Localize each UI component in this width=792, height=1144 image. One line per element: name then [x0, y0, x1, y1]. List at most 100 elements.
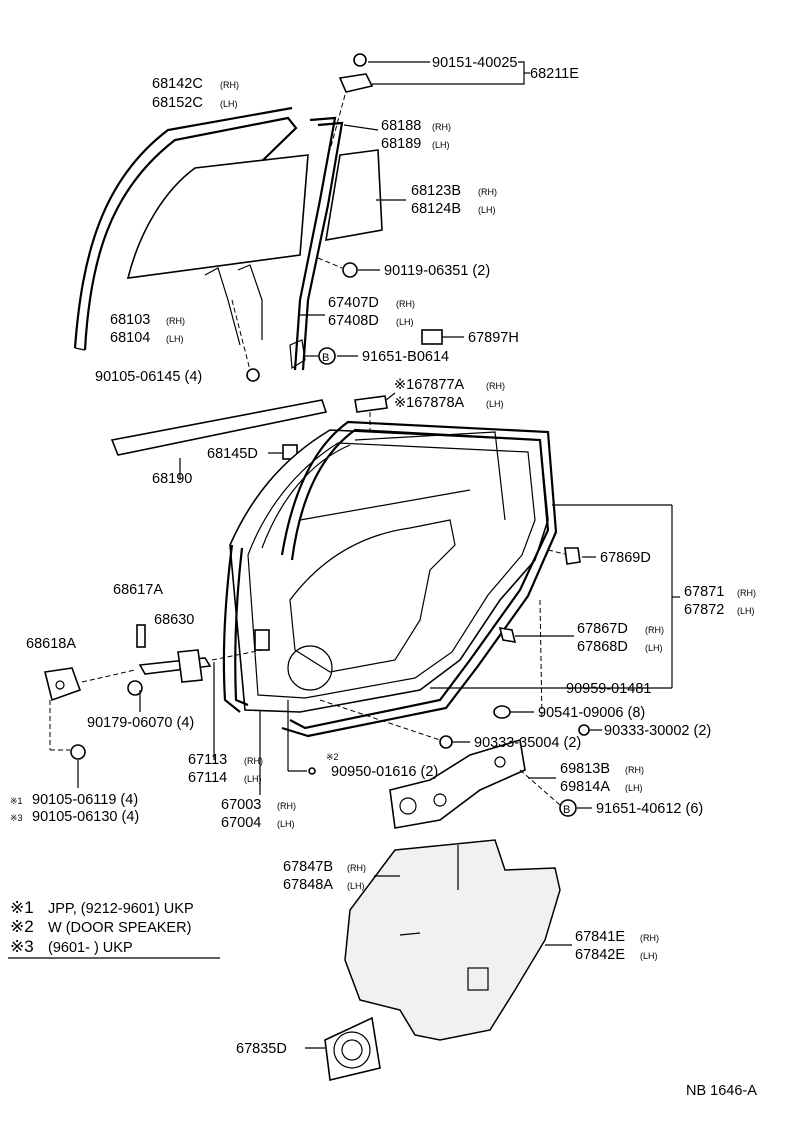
label-67842E: 67842E — [575, 947, 625, 963]
b-mark-icon: B — [318, 347, 336, 365]
label-90105-06119: 90105-06119 (4) — [32, 792, 138, 808]
svg-text:B: B — [322, 352, 329, 364]
quarter-glass — [325, 149, 383, 241]
svg-text:(RH): (RH) — [244, 756, 263, 766]
label-69814A: 69814A — [560, 779, 610, 795]
label-68617A: 68617A — [113, 582, 163, 598]
label-68188: 68188 — [381, 118, 421, 134]
clip-67897H — [421, 329, 443, 345]
label-90105-06145: 90105-06145 (4) — [95, 369, 202, 385]
label-90179-06070: 90179-06070 (4) — [87, 715, 194, 731]
notes-legend: ※1 JPP, (9212-9601) UKP ※2 W (DOOR SPEAK… — [8, 898, 220, 959]
svg-text:(LH): (LH) — [347, 881, 365, 891]
b-mark-icon: B — [559, 799, 577, 817]
label-68104: 68104 — [110, 330, 150, 346]
label-67868D: 67868D — [577, 639, 628, 655]
svg-text:(RH): (RH) — [640, 933, 659, 943]
label-67847B: 67847B — [283, 859, 333, 875]
label-69813B: 69813B — [560, 761, 610, 777]
svg-text:(LH): (LH) — [478, 205, 496, 215]
speaker-67835D — [324, 1016, 381, 1081]
label-67114: 67114 — [188, 770, 227, 786]
label-68152C: 68152C — [152, 95, 203, 111]
label-90151-40025: 90151-40025 — [432, 55, 517, 71]
label-68123B: 68123B — [411, 183, 461, 199]
svg-text:(RH): (RH) — [486, 381, 505, 391]
label-90541-09006: 90541-09006 (8) — [538, 705, 645, 721]
svg-text:(LH): (LH) — [277, 819, 295, 829]
label-68142C: 68142C — [152, 76, 203, 92]
label-68189: 68189 — [381, 136, 421, 152]
label-90105-06130: 90105-06130 (4) — [32, 809, 139, 825]
label-67869D: 67869D — [600, 550, 651, 566]
svg-text:※2: ※2 — [10, 917, 34, 936]
plug-90541 — [493, 705, 511, 719]
svg-text:(RH): (RH) — [396, 299, 415, 309]
label-67841E: 67841E — [575, 929, 625, 945]
leader-lines — [77, 61, 680, 1049]
label-67408D: 67408D — [328, 313, 379, 329]
svg-text:(LH): (LH) — [625, 783, 643, 793]
svg-text:(RH): (RH) — [432, 122, 451, 132]
clip-167877A — [354, 395, 388, 440]
svg-text:(RH): (RH) — [625, 765, 644, 775]
label-68124B: 68124B — [411, 201, 461, 217]
svg-text:(LH): (LH) — [486, 399, 504, 409]
glass-channel — [204, 264, 263, 382]
clip-67867D — [498, 627, 517, 643]
svg-text:※1: ※1 — [10, 898, 34, 917]
label-90333-35004: 90333-35004 (2) — [474, 735, 581, 751]
belt-molding — [110, 399, 328, 456]
svg-text:(RH): (RH) — [645, 625, 664, 635]
door-trim-board — [344, 839, 561, 1041]
ref-mark-3: ※3 — [10, 813, 23, 823]
plug-90333-35004 — [439, 735, 453, 749]
label-67848A: 67848A — [283, 877, 333, 893]
bolt-90179 — [127, 680, 143, 696]
svg-text:(LH): (LH) — [432, 140, 450, 150]
svg-text:(LH): (LH) — [220, 99, 238, 109]
label-68190: 68190 — [152, 471, 192, 487]
label-67113: 67113 — [188, 752, 227, 768]
svg-text:(LH): (LH) — [166, 334, 184, 344]
label-68211E: 68211E — [530, 66, 579, 82]
svg-text:(RH): (RH) — [478, 187, 497, 197]
label-91651-40612: 91651-40612 (6) — [596, 801, 703, 817]
svg-text:(RH): (RH) — [737, 588, 756, 598]
label-68145D: 68145D — [207, 446, 258, 462]
svg-text:JPP, (9212-9601) UKP: JPP, (9212-9601) UKP — [48, 901, 194, 917]
bolt-90119 — [317, 257, 358, 278]
svg-text:(LH): (LH) — [640, 951, 658, 961]
ref-mark-2: ※2 — [326, 752, 339, 762]
window-regulator — [389, 738, 561, 829]
svg-text:(LH): (LH) — [396, 317, 414, 327]
clip-90950 — [308, 767, 316, 775]
screw-top — [329, 53, 374, 151]
svg-text:(RH): (RH) — [277, 801, 296, 811]
label-67003: 67003 — [221, 797, 261, 813]
ref-mark-1: ※1 — [10, 796, 23, 806]
label-67897H: 67897H — [468, 330, 519, 346]
label-67867D: 67867D — [577, 621, 628, 637]
label-90959-01481: 90959-01481 — [566, 681, 651, 697]
svg-text:(9601- ) UKP: (9601- ) UKP — [48, 940, 133, 956]
svg-text:W (DOOR SPEAKER): W (DOOR SPEAKER) — [48, 920, 191, 936]
door-panel — [229, 429, 549, 713]
label-90119-06351: 90119-06351 (2) — [384, 263, 490, 279]
plug-90333-30002 — [578, 724, 590, 736]
label-67871: 67871 — [684, 584, 724, 600]
svg-text:(LH): (LH) — [737, 606, 755, 616]
svg-text:(RH): (RH) — [166, 316, 185, 326]
label-68618A: 68618A — [26, 636, 76, 652]
clip-67869D — [547, 547, 581, 565]
division-bar — [289, 116, 344, 371]
svg-text:(LH): (LH) — [244, 774, 262, 784]
svg-text:(RH): (RH) — [220, 80, 239, 90]
bolt-icon — [246, 368, 260, 382]
door-check — [136, 624, 263, 683]
svg-text:※3: ※3 — [10, 937, 34, 956]
diagram-code: NB 1646-A — [686, 1083, 757, 1099]
label-91651-B0614: 91651-B0614 — [362, 349, 449, 365]
